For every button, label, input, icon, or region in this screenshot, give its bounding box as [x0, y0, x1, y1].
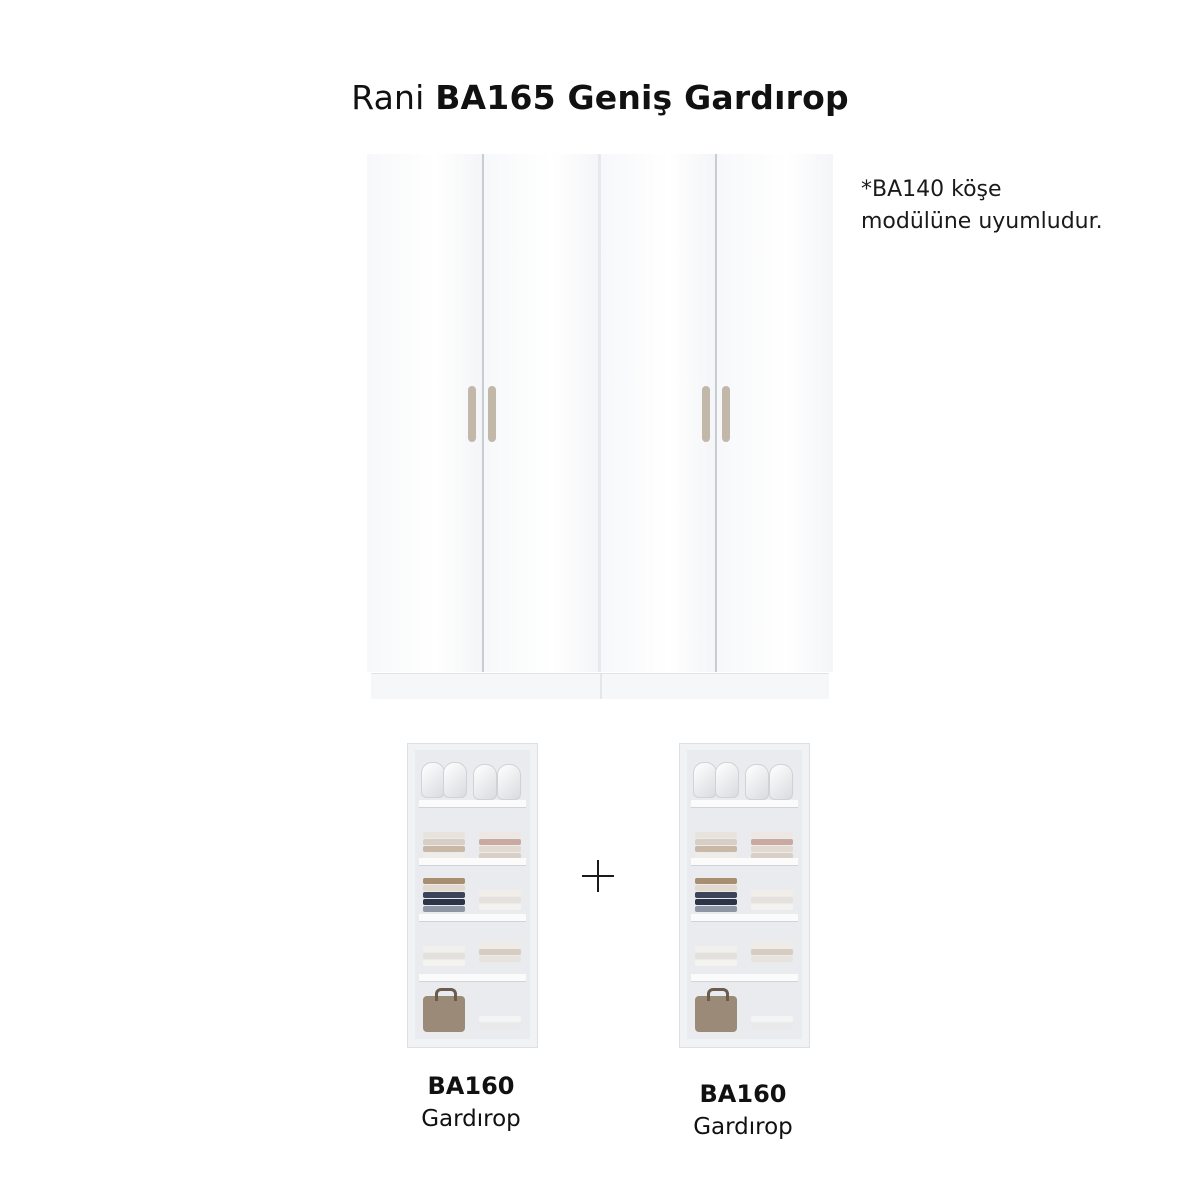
door-handle [468, 386, 476, 442]
shelf [419, 858, 526, 866]
compatibility-note: *BA140 köşe modülüne uyumludur. [861, 174, 1103, 238]
door-handle [702, 386, 710, 442]
pillow [473, 764, 497, 800]
folded-clothes [423, 946, 465, 967]
folded-clothes [751, 1016, 793, 1030]
folded-clothes [695, 946, 737, 967]
folded-clothes [695, 832, 737, 860]
pillow [745, 764, 769, 800]
door-gap [598, 154, 601, 672]
pillow [443, 762, 467, 798]
folded-clothes [751, 890, 793, 911]
folded-clothes [751, 942, 793, 963]
folded-clothes [479, 942, 521, 963]
shelf [419, 914, 526, 922]
pillow [497, 764, 521, 800]
note-line-2: modülüne uyumludur. [861, 209, 1103, 234]
door-gap [715, 154, 717, 672]
wardrobe-plinth [371, 673, 829, 699]
folded-clothes [479, 1016, 521, 1030]
pillow [769, 764, 793, 800]
folded-clothes [423, 878, 465, 913]
page-title: Rani BA165 Geniş Gardırop [0, 78, 1200, 117]
door-handle [722, 386, 730, 442]
module-name: Gardırop [421, 1106, 521, 1132]
wardrobe-door-2 [484, 154, 598, 672]
door-gap [482, 154, 484, 672]
wardrobe-image [367, 154, 833, 699]
shelf [691, 800, 798, 808]
shelf [691, 914, 798, 922]
folded-clothes [479, 890, 521, 911]
pillow [421, 762, 445, 798]
module-code: BA160 [427, 1072, 515, 1100]
wardrobe-door-1 [367, 154, 482, 672]
folded-clothes [479, 832, 521, 860]
title-prefix: Rani [351, 78, 425, 117]
folded-clothes [751, 832, 793, 860]
folded-clothes [423, 832, 465, 860]
shelving-unit-2-image [679, 743, 810, 1048]
wardrobe-door-3 [601, 154, 715, 672]
title-main: BA165 Geniş Gardırop [435, 78, 849, 117]
shelf [419, 974, 526, 982]
module-caption-2: BA160 Gardırop [643, 1080, 843, 1140]
door-handle [488, 386, 496, 442]
note-line-1: *BA140 köşe [861, 177, 1002, 202]
storage-bag [695, 988, 737, 1032]
shelf [691, 974, 798, 982]
folded-clothes [695, 878, 737, 913]
plus-icon [580, 858, 616, 894]
module-name: Gardırop [693, 1114, 793, 1140]
storage-bag [423, 988, 465, 1032]
shelf [419, 800, 526, 808]
wardrobe-door-4 [717, 154, 833, 672]
module-caption-1: BA160 Gardırop [371, 1072, 571, 1132]
shelf [691, 858, 798, 866]
pillow [715, 762, 739, 798]
pillow [693, 762, 717, 798]
shelving-unit-1-image [407, 743, 538, 1048]
module-code: BA160 [699, 1080, 787, 1108]
